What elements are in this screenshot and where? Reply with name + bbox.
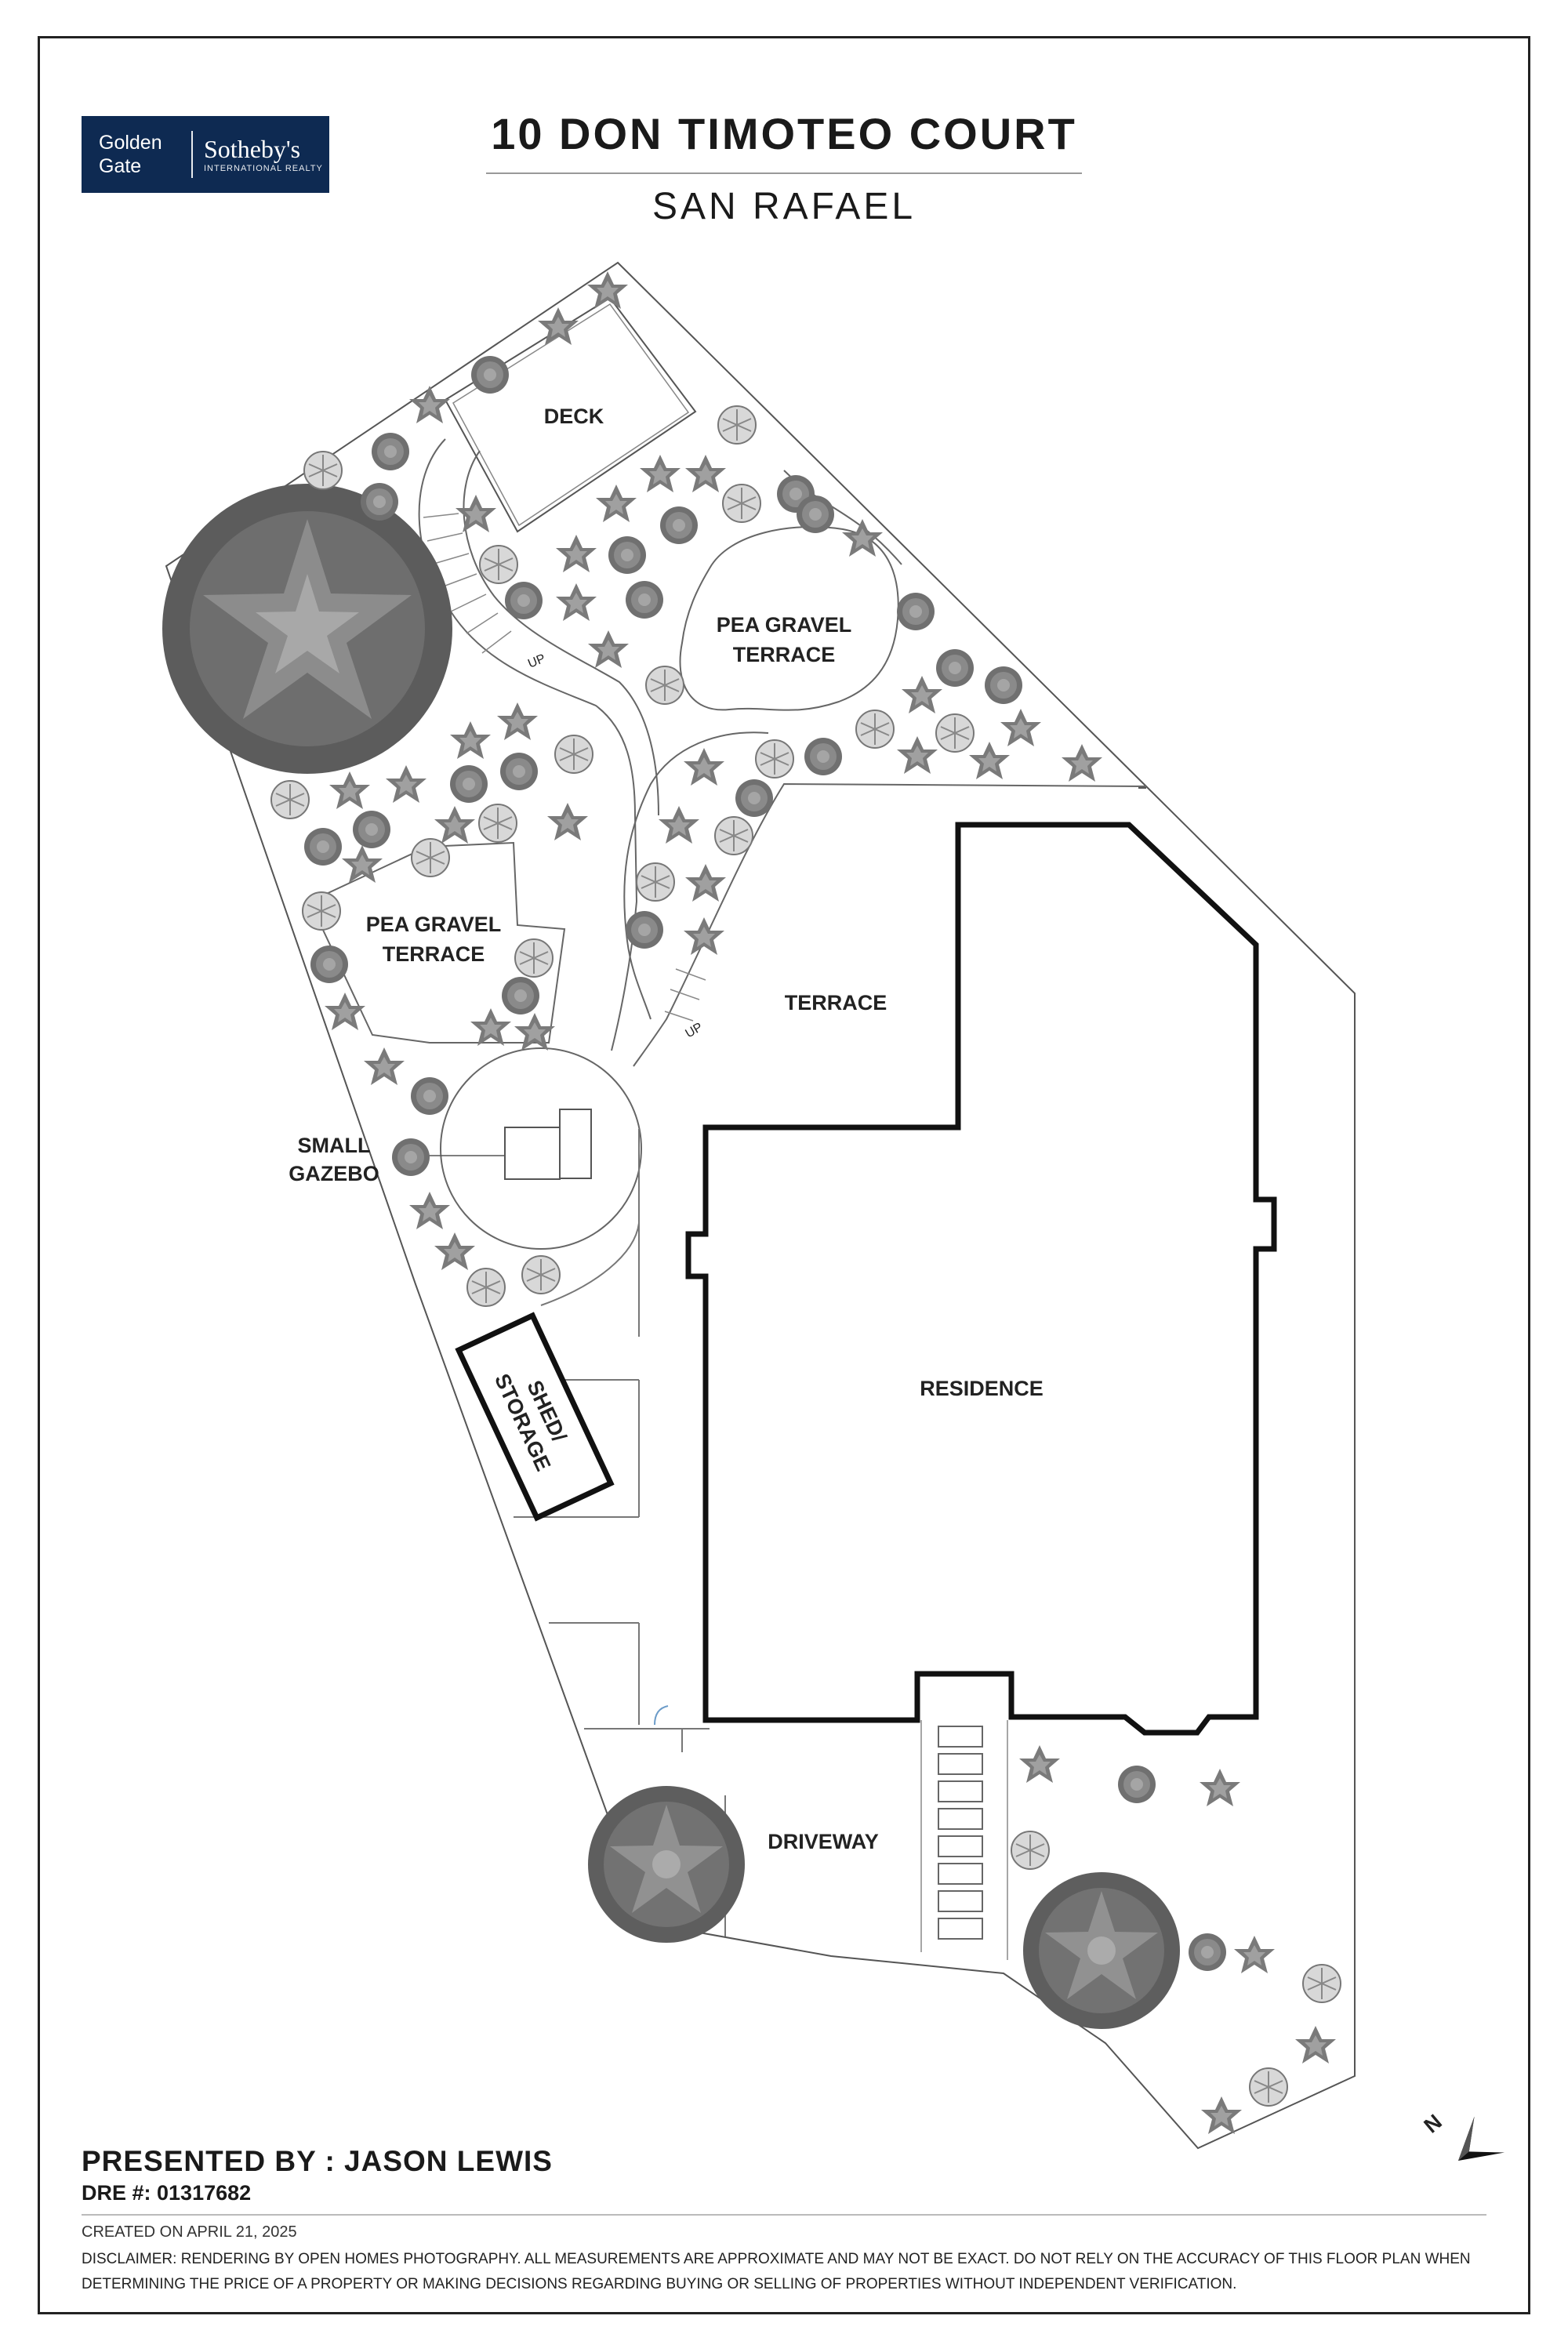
small-gazebo — [504, 1127, 561, 1180]
large-tree-icon — [162, 484, 452, 774]
property-title: 10 DON TIMOTEO COURT — [491, 109, 1077, 158]
shed-storage: SHED/ STORAGE — [455, 1312, 615, 1522]
label-pea-gravel-upper-1: PEA GRAVEL — [717, 613, 852, 637]
pea-gravel-terrace-lower — [308, 841, 566, 1044]
label-small-gazebo-2: GAZEBO — [289, 1162, 379, 1185]
dre-number: DRE #: 01317682 — [82, 2181, 252, 2205]
driveway-tree-icon — [588, 1786, 745, 1943]
footer-divider — [82, 2214, 1486, 2216]
residence-footprint — [685, 822, 1277, 1736]
page-frame — [38, 36, 1530, 2314]
property-city: SAN RAFAEL — [652, 186, 916, 227]
logo-golden-gate: Golden Gate — [99, 132, 162, 177]
label-pea-gravel-lower-2: TERRACE — [383, 942, 485, 966]
created-date: CREATED ON APRIL 21, 2025 — [82, 2223, 297, 2241]
title-divider — [486, 172, 1082, 174]
garden-steps — [423, 513, 512, 654]
logo-divider — [191, 131, 193, 178]
pea-gravel-terrace-upper — [679, 526, 899, 711]
label-pea-gravel-upper-2: TERRACE — [733, 643, 836, 666]
shrub-group — [270, 271, 1341, 2134]
label-driveway: DRIVEWAY — [768, 1830, 879, 1853]
gazebo-area — [440, 1047, 642, 1250]
walkway-pavers — [938, 1726, 983, 1940]
logo-brand-block: Sotheby's INTERNATIONAL REALTY — [204, 136, 323, 173]
label-deck: DECK — [544, 405, 604, 428]
front-yard-tree-icon — [1023, 1872, 1180, 2029]
logo-subtitle: INTERNATIONAL REALTY — [204, 164, 323, 173]
brokerage-logo: Golden Gate Sotheby's INTERNATIONAL REAL… — [82, 116, 329, 193]
up-marker-upper: UP — [526, 652, 547, 671]
gate-swing — [654, 1705, 669, 1726]
north-label: N — [1420, 2110, 1446, 2138]
north-arrow-icon: N — [1420, 2110, 1505, 2161]
label-small-gazebo-1: SMALL — [298, 1134, 371, 1157]
label-residence: RESIDENCE — [920, 1377, 1044, 1400]
logo-brand: Sotheby's — [204, 135, 301, 163]
presented-by: PRESENTED BY : JASON LEWIS — [82, 2145, 553, 2177]
terrace-area — [633, 782, 1147, 1067]
disclaimer: DISCLAIMER: RENDERING BY OPEN HOMES PHOT… — [82, 2251, 1471, 2292]
up-marker-lower: UP — [684, 1021, 706, 1041]
label-terrace: TERRACE — [785, 991, 887, 1014]
label-pea-gravel-lower-1: PEA GRAVEL — [366, 913, 502, 936]
